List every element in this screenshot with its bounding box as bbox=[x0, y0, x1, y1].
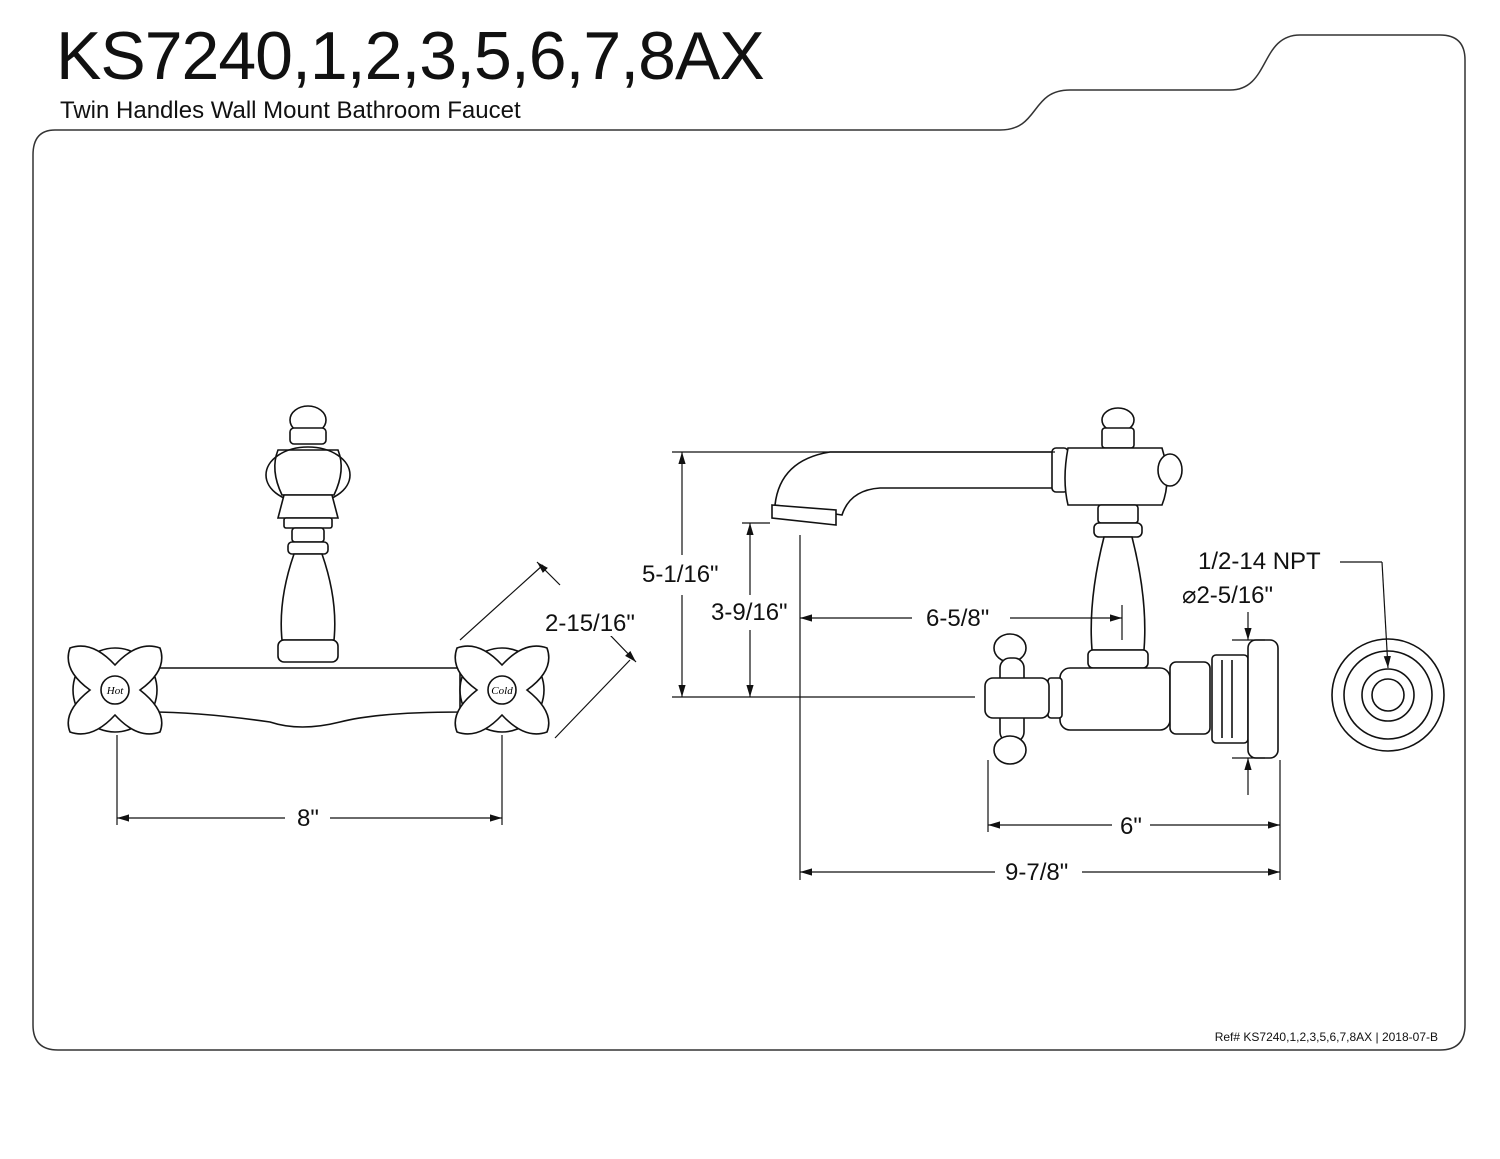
flange-diameter-label: ⌀2-5/16" bbox=[1180, 582, 1276, 609]
page-title: KS7240,1,2,3,5,6,7,8AX bbox=[56, 18, 765, 94]
front-dimension-lines bbox=[116, 561, 637, 825]
dim-handle-label: 2-15/16" bbox=[543, 610, 637, 637]
dim-overall-depth-label: 9-7/8" bbox=[1003, 859, 1071, 886]
dim-body-depth-label: 6" bbox=[1118, 813, 1144, 840]
dim-spout-height-label: 3-9/16" bbox=[709, 599, 790, 626]
side-handle-icon bbox=[984, 633, 1050, 765]
connection-label: 1/2-14 NPT bbox=[1196, 548, 1323, 575]
side-dimension-lines bbox=[672, 451, 1391, 880]
dim-overall-height-label: 5-1/16" bbox=[640, 561, 721, 588]
front-view-faucet bbox=[67, 405, 550, 735]
reference-footer: Ref# KS7240,1,2,3,5,6,7,8AX | 2018-07-B bbox=[1214, 1030, 1438, 1044]
dim-reach-label: 6-5/8" bbox=[924, 605, 992, 632]
page-subtitle: Twin Handles Wall Mount Bathroom Faucet bbox=[60, 97, 521, 124]
cold-label: Cold bbox=[491, 685, 513, 697]
hot-label: Hot bbox=[106, 685, 124, 697]
hot-handle-icon bbox=[67, 645, 163, 735]
side-view-faucet bbox=[771, 407, 1279, 765]
dim-spread-label: 8" bbox=[295, 805, 321, 832]
cold-handle-icon bbox=[454, 645, 550, 735]
sheet-frame bbox=[32, 34, 1466, 1051]
connection-end-view bbox=[1331, 638, 1445, 752]
